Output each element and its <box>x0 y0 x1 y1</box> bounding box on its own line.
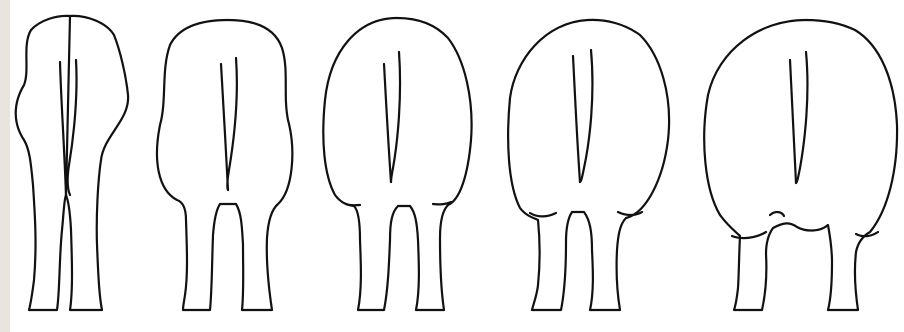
average-hindquarter-icon <box>323 18 471 310</box>
moderate-hindquarter-icon <box>157 20 292 310</box>
wide-hindquarter-icon <box>508 20 669 310</box>
very-wide-hindquarter-icon <box>704 20 897 310</box>
narrow-hindquarter-icon <box>16 16 128 310</box>
